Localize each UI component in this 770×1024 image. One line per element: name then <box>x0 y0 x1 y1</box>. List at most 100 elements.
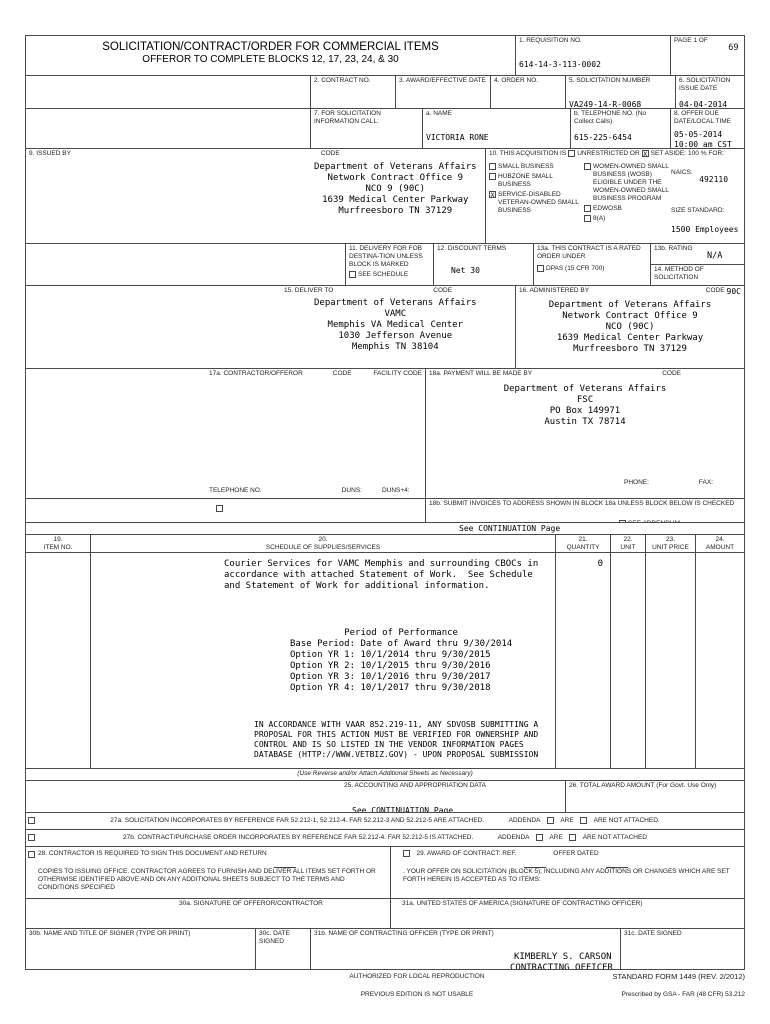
address-line: Department of Veterans Affairs <box>314 298 477 308</box>
addenda-27b-label: ADDENDA <box>497 834 530 841</box>
offeror-signature-label: 30a. SIGNATURE OF OFFEROR/CONTRACTOR <box>179 900 323 907</box>
hubzone-checkbox[interactable] <box>489 173 496 180</box>
continuation-note: See CONTINUATION Page <box>459 524 561 533</box>
edwosb-checkbox[interactable] <box>584 205 591 212</box>
info-call-label: 7. FOR SOLICITATION INFORMATION CALL: <box>314 110 381 125</box>
wosb-label: WOMEN-OWNED SMALL BUSINESS (WOSB) ELIGIB… <box>593 163 669 202</box>
address-line: NCO (90C) <box>605 322 655 332</box>
see-schedule-checkbox[interactable] <box>349 271 356 278</box>
issued-by-label: 9. ISSUED BY <box>29 150 71 157</box>
8a-checkbox[interactable] <box>584 215 591 222</box>
award-of-contract-checkbox[interactable] <box>403 850 410 857</box>
vaar-line: DATABASE (HTTP://WWW.VETBIZ.GOV) - UPON … <box>254 750 539 759</box>
facility-code-label: FACILITY CODE <box>373 370 422 377</box>
block-29-part1: 29. AWARD OF CONTRACT: REF. <box>416 850 517 857</box>
address-line: PO Box 149971 <box>549 406 621 416</box>
period-line: Option YR 3: 10/1/2016 thru 9/30/2017 <box>290 672 491 682</box>
solicitation-incorporates-checkbox[interactable] <box>28 817 35 824</box>
method-of-solicitation-label: 14. METHOD OF SOLICITATION <box>654 266 704 281</box>
contractor-required-checkbox[interactable] <box>28 851 35 858</box>
payment-header: 18a. PAYMENT WILL BE MADE BY CODE <box>429 370 741 378</box>
block-27a: 27a. SOLICITATION INCORPORATES BY REFERE… <box>26 813 744 829</box>
block-30c-date-signed: 30c. DATE SIGNED <box>256 929 311 969</box>
set-aside-checkbox[interactable]: X <box>641 150 649 158</box>
standard-form-number: STANDARD FORM 1449 (REV. 2/2012) <box>612 972 745 981</box>
wosb-checkbox[interactable] <box>584 163 591 170</box>
address-line: Department of Veterans Affairs <box>503 384 667 394</box>
authorized-reproduction-note: AUTHORIZED FOR LOCAL REPRODUCTION <box>349 973 485 980</box>
set-aside-percent: 100 <box>687 150 699 157</box>
block-11-delivery: 11. DELIVERY FOR FOB DESTINA-TION UNLESS… <box>346 244 434 285</box>
signature-instructions-row: 28. CONTRACTOR IS REQUIRED TO SIGN THIS … <box>26 847 744 899</box>
signature-row: 30a. SIGNATURE OF OFFEROR/CONTRACTOR 31a… <box>26 899 744 929</box>
administered-by-code-label: CODE <box>705 287 725 294</box>
block-7-info-call: 7. FOR SOLICITATION INFORMATION CALL: <box>311 109 423 148</box>
percent-for-label: % FOR: <box>700 150 724 157</box>
size-standard-label: SIZE STANDARD: <box>671 207 725 214</box>
contact-name-label: a. NAME <box>426 110 453 117</box>
deliver-to-label: 15. DELIVER TO <box>284 287 334 294</box>
contract-incorporates-checkbox[interactable] <box>28 834 35 841</box>
block-29-award-of-contract: 29. AWARD OF CONTRACT: REF. OFFER DATED … <box>391 847 744 898</box>
dpas-label: DPAS (15 CFR 700) <box>546 265 605 272</box>
block-5-solicitation-number: 5. SOLICITATION NUMBER VA249-14-R-0068 <box>566 76 676 108</box>
address-line: Austin TX 78714 <box>544 417 626 427</box>
dpas-checkbox[interactable] <box>537 265 544 272</box>
address-line: Murfreesboro TN 37129 <box>573 344 687 354</box>
continuation-row: See CONTINUATION Page <box>26 523 744 535</box>
small-business-checkbox[interactable] <box>489 163 496 170</box>
address-line: Department of Veterans Affairs <box>314 162 477 172</box>
addenda-27b-are-checkbox[interactable] <box>535 834 543 841</box>
block-27a-row: 27a. SOLICITATION INCORPORATES BY REFERE… <box>26 813 744 830</box>
address-line: Department of Veterans Affairs <box>548 300 712 310</box>
offer-due-time: 10:00 am CST <box>674 140 732 148</box>
footer-left: AUTHORIZED FOR LOCAL REPRODUCTION PREVIO… <box>310 973 524 1009</box>
addenda-27a-are-checkbox[interactable] <box>546 817 554 824</box>
page-indicator: PAGE 1 OF 69 <box>671 36 744 75</box>
previous-edition-note: PREVIOUS EDITION IS NOT USABLE <box>360 991 474 998</box>
sdvosb-checkbox[interactable]: X <box>489 191 496 199</box>
signer-name-row: 30b. NAME AND TITLE OF SIGNER (TYPE OR P… <box>26 929 744 969</box>
col-header-quantity: 21. QUANTITY <box>556 535 611 552</box>
signer-name-label: 30b. NAME AND TITLE OF SIGNER (TYPE OR P… <box>29 930 191 937</box>
unrestricted-label: UNRESTRICTED OR <box>577 150 640 157</box>
block-30b-signer-name: 30b. NAME AND TITLE OF SIGNER (TYPE OR P… <box>26 929 256 969</box>
rating-value: N/A <box>706 251 723 261</box>
block-29-part2: OFFER DATED <box>553 850 599 857</box>
delivery-fob-label: 11. DELIVERY FOR FOB DESTINA-TION UNLESS… <box>349 245 423 268</box>
unrestricted-checkbox[interactable] <box>568 150 576 157</box>
addenda-27b-arenot-checkbox[interactable] <box>569 834 577 841</box>
naics-value: 492110 <box>699 175 729 184</box>
block-31a-usa-signature: 31a. UNITED STATES OF AMERICA (SIGNATURE… <box>391 899 744 928</box>
vaar-line: CONTROL AND IS SO LISTED IN THE VENDOR I… <box>254 740 524 749</box>
block-31c-date-signed: 31c. DATE SIGNED <box>621 929 744 969</box>
payment-contact-line: PHONE: FAX: <box>429 479 741 497</box>
solicitation-issue-date-value: 04-04-2014 <box>679 100 728 108</box>
administered-by-header: 16. ADMINISTERED BY CODE 90C <box>519 287 741 297</box>
contractor-offeror-label: 17a. CONTRACTOR/OFFEROR <box>209 370 303 377</box>
col-header-item-no: 19. ITEM NO. <box>26 535 91 552</box>
block-17b-remittance: 17b. CHECK IF REMITTANCE IS DIFFERENT AN… <box>26 499 426 522</box>
block-4-order-no: 4. ORDER NO. <box>491 76 566 108</box>
issued-by-address: Department of Veterans Affairs Network C… <box>314 162 477 217</box>
addenda-27b-arenot-label: ARE NOT ATTACHED <box>582 834 647 841</box>
see-addendum-checkbox[interactable] <box>619 520 626 522</box>
header-row: SOLICITATION/CONTRACT/ORDER FOR COMMERCI… <box>26 36 744 76</box>
empty-cell <box>26 109 311 148</box>
telephone-no-label: TELEPHONE NO. <box>209 487 262 494</box>
phone-label: PHONE: <box>624 479 649 486</box>
block-18b-invoices: 18b. SUBMIT INVOICES TO ADDRESS SHOWN IN… <box>426 499 744 522</box>
solicitation-number-label: 5. SOLICITATION NUMBER <box>569 77 651 84</box>
set-aside-options: SMALL BUSINESS HUBZONE SMALL BUSINESS X … <box>489 161 741 235</box>
form-subtitle: OFFEROR TO COMPLETE BLOCKS 12, 17, 23, 2… <box>142 54 399 65</box>
addenda-27a-arenot-checkbox[interactable] <box>580 817 588 824</box>
delivery-terms-row: 11. DELIVERY FOR FOB DESTINA-TION UNLESS… <box>26 244 744 286</box>
award-date-label: 3. AWARD/EFFECTIVE DATE <box>399 77 486 84</box>
empty-cell <box>26 76 311 108</box>
edwosb-label: EDWOSB <box>593 205 622 212</box>
date-signed-30c-label: 30c. DATE SIGNED <box>259 930 290 945</box>
accounting-continuation: See CONTINUATION Page <box>352 806 454 812</box>
continuation-cell: See CONTINUATION Page <box>26 523 744 534</box>
remittance-checkbox[interactable] <box>216 505 223 512</box>
period-title: Period of Performance <box>344 628 458 638</box>
